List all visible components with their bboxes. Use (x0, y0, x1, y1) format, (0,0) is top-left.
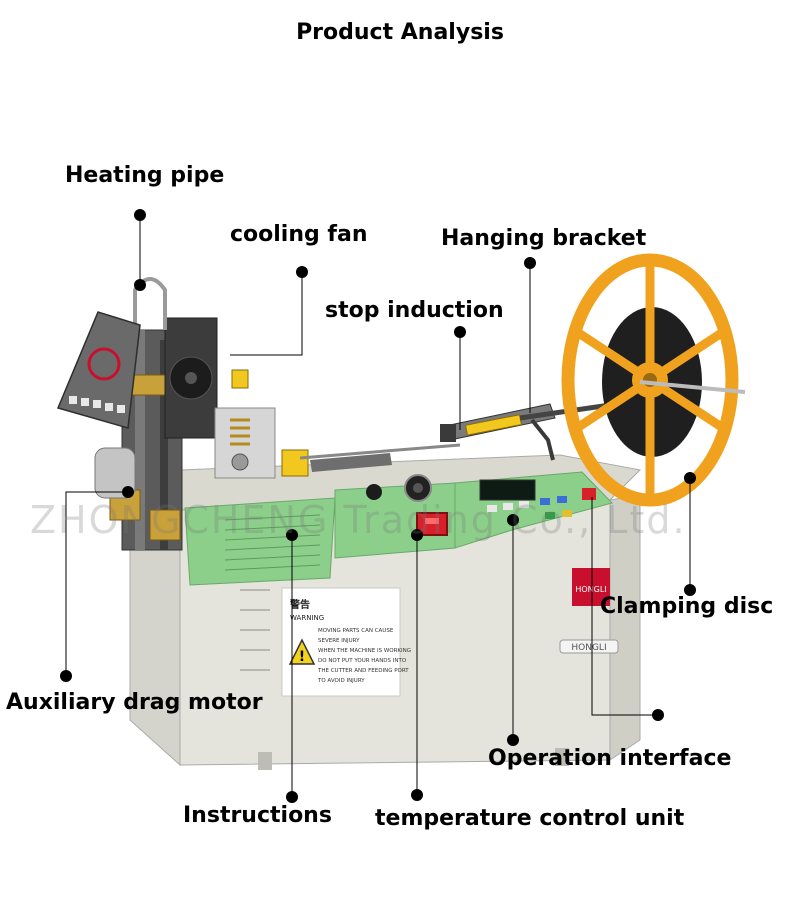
leader-auxiliary-drag-motor (65, 491, 128, 676)
machine-foot (555, 748, 569, 766)
warning-text-line: DO NOT PUT YOUR HANDS INTO (318, 658, 407, 664)
warning-text-line: TO AVOID INJURY (317, 678, 365, 684)
svg-text:!: ! (299, 649, 305, 665)
leader-cooling-fan (230, 272, 303, 356)
warning-title-en: WARNING (290, 614, 324, 622)
leader-dot-clamping-disc-top (684, 472, 696, 484)
instruction-panel (184, 497, 336, 586)
warning-title-cn: 警告 (289, 598, 310, 611)
leader-lines (65, 215, 691, 797)
temperature-control-panel (334, 474, 456, 559)
label-clamping-disc: Clamping disc (600, 594, 774, 619)
label-hanging-bracket: Hanging bracket (441, 226, 647, 251)
leader-dot-hanging-bracket (524, 257, 536, 269)
leader-dot-stop-induction (454, 326, 466, 338)
leader-dot-stop-button (652, 709, 664, 721)
warning-text-line: MOVING PARTS CAN CAUSE (318, 628, 394, 634)
machine-foot (258, 752, 272, 770)
leader-dot-operation-interface (507, 734, 519, 746)
heating-pipe-icon (133, 277, 167, 330)
stop-induction-arm (440, 403, 556, 442)
auxiliary-drag-motor-icon (94, 447, 136, 499)
leader-dot-temperature-control-top (411, 529, 423, 541)
leader-dot-temperature-control (411, 789, 423, 801)
cutting-head-assembly (56, 277, 309, 551)
label-stop-induction: stop induction (325, 298, 504, 323)
label-auxiliary-drag-motor: Auxiliary drag motor (6, 690, 263, 715)
brand-nameplate (559, 639, 619, 654)
leader-dot-heating-pipe-top (134, 209, 146, 221)
side-vents (240, 589, 270, 671)
operation-buttons (487, 496, 572, 519)
leader-dot-auxiliary-drag-motor-top (122, 486, 134, 498)
leader-dot-cooling-fan (296, 266, 308, 278)
brand-logo-text: HONGLI (575, 585, 606, 594)
temperature-knob-small (366, 484, 382, 500)
leader-dot-instructions-top (286, 529, 298, 541)
protective-plate (56, 311, 141, 429)
warning-text-line: WHEN THE MACHINE IS WORKING (318, 648, 411, 654)
digital-display (479, 479, 536, 501)
warning-sticker: ! 警告 WARNING MOVING PARTS CAN CAUSE SEVER… (281, 587, 411, 697)
label-temperature-control-unit: temperature control unit (375, 806, 685, 831)
brand-plates: HONGLI HONGLI (559, 568, 619, 654)
label-cooling-fan: cooling fan (230, 222, 368, 247)
leader-dot-instructions (286, 791, 298, 803)
leader-stop-button (591, 497, 658, 716)
leader-dot-heating-pipe (134, 279, 146, 291)
warning-text-lines: MOVING PARTS CAN CAUSE SEVERE INJURY WHEN … (317, 628, 411, 684)
label-instructions: Instructions (183, 803, 332, 828)
watermark: ZHONGCHENG Trading Co., Ltd. (30, 498, 687, 542)
leader-dot-operation-interface-top (507, 514, 519, 526)
leader-dot-auxiliary-drag-motor (60, 670, 72, 682)
label-operation-interface: Operation interface (488, 746, 732, 771)
warning-triangle-icon (288, 638, 316, 665)
warning-text-line: THE CUTTER AND FEEDING PORT (317, 668, 409, 674)
brand-logo (572, 568, 610, 606)
feed-channel (299, 443, 461, 472)
leader-dots (60, 209, 696, 803)
label-heating-pipe: Heating pipe (65, 163, 225, 188)
warning-text-line: SEVERE INJURY (318, 638, 360, 644)
clamping-disc-reel (561, 253, 746, 507)
operation-interface-panel (454, 471, 613, 549)
brand-nameplate-text: HONGLI (571, 643, 606, 653)
page-title: Product Analysis (296, 20, 504, 45)
leader-dot-clamping-disc (684, 584, 696, 596)
